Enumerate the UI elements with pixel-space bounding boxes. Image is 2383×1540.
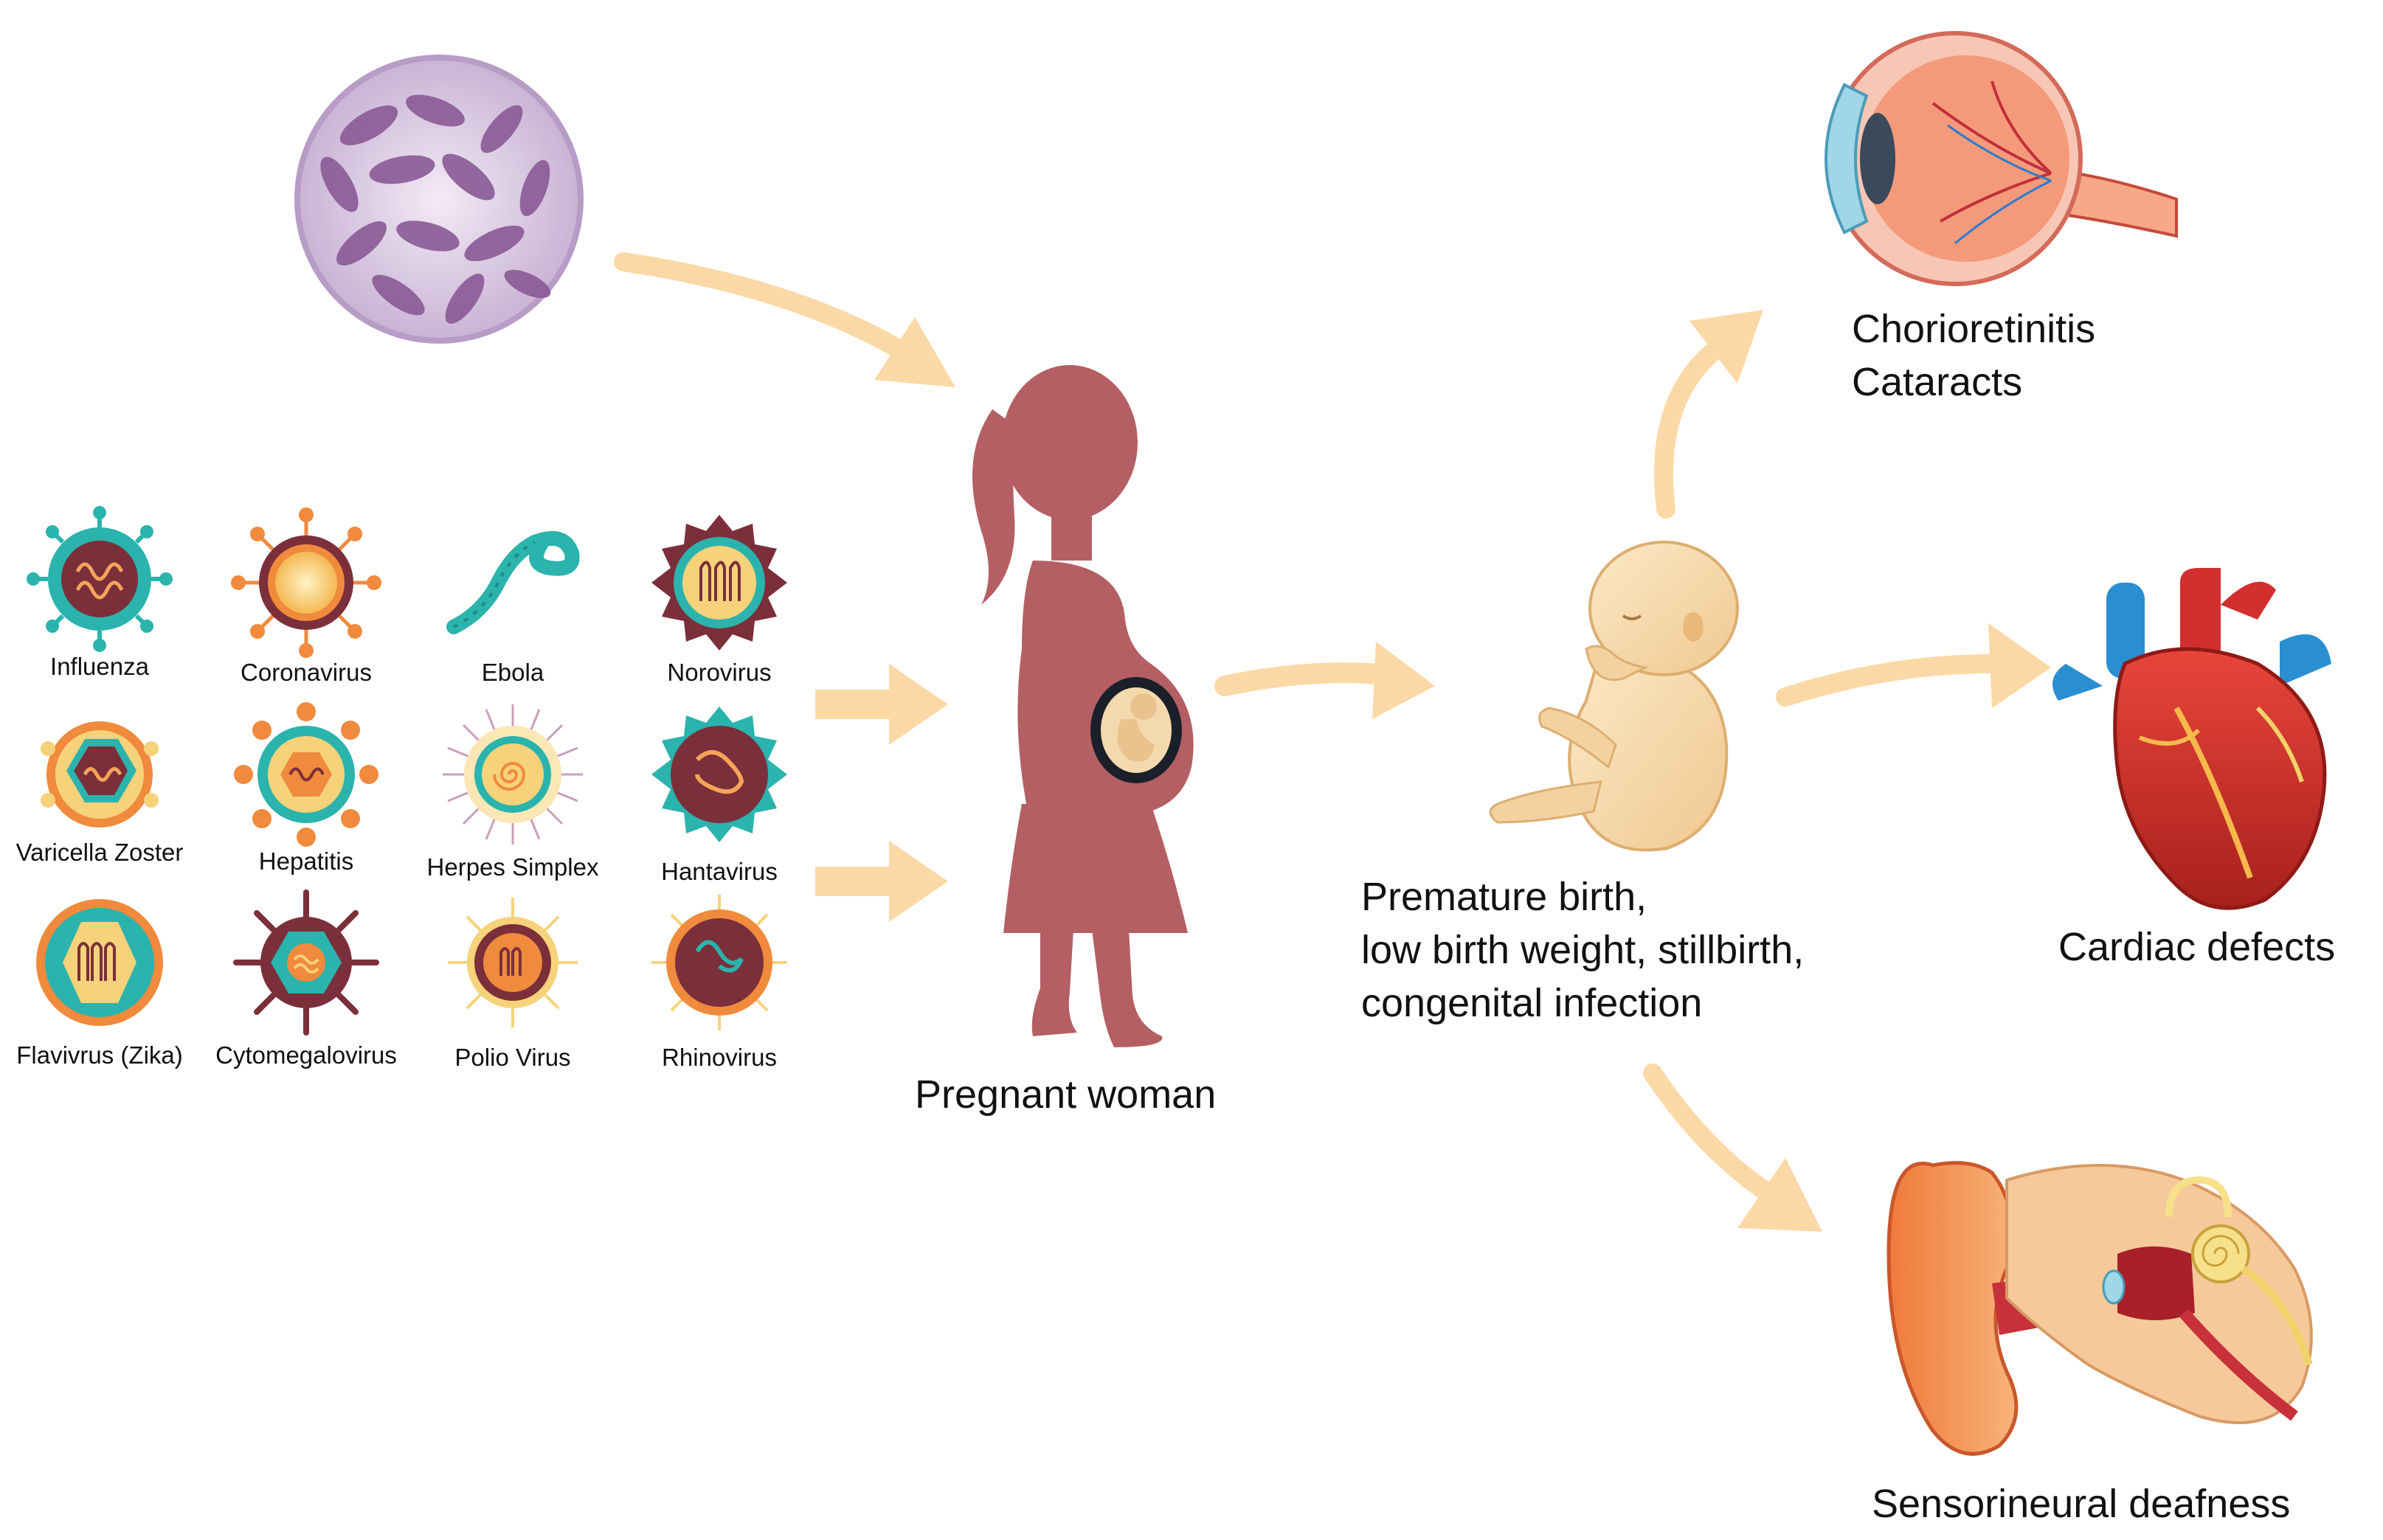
varicella-zoster-virus-icon (41, 721, 159, 828)
coronavirus-icon (231, 507, 381, 658)
arrow-bacteria-to-woman (614, 252, 955, 387)
virus-label-cytomegalovirus: Cytomegalovirus (215, 1041, 397, 1069)
virus-label-hepatitis: Hepatitis (258, 847, 354, 875)
arrows (614, 252, 2051, 1232)
virus-label-varicella-zoster: Varicella Zoster (15, 839, 184, 866)
hantavirus-icon (651, 707, 787, 842)
hepatitis-virus-icon (234, 702, 378, 847)
cytomegalovirus-icon (233, 889, 379, 1036)
fetus-outcome-label: Premature birth, low birth weight, still… (1361, 870, 1804, 1030)
arrow-fetus-to-heart (1776, 623, 2051, 708)
eye-outcome-label: Chorioretinitis Cataracts (1852, 302, 2095, 409)
ebola-virus-icon (446, 531, 580, 634)
virus-label-norovirus: Norovirus (667, 659, 772, 686)
virus-label-influenza: Influenza (50, 653, 149, 680)
arrow-viruses-to-woman-2 (815, 841, 948, 922)
virus-label-coronavirus: Coronavirus (241, 659, 372, 686)
virus-label-herpes-simplex: Herpes Simplex (426, 853, 599, 881)
heart-outcome-label: Cardiac defects (2058, 925, 2336, 969)
eye-outcome-line-1: Chorioretinitis (1852, 307, 2096, 351)
fetus-icon (1489, 541, 1739, 852)
arrow-woman-to-fetus (1214, 642, 1435, 719)
eye-outcome-line-2: Cataracts (1852, 360, 2023, 404)
fetus-outcome-line-1: Premature birth, (1361, 875, 1647, 919)
arrow-fetus-to-ear (1643, 1064, 1822, 1232)
virus-label-rhinovirus: Rhinovirus (662, 1044, 777, 1071)
virus-label-polio-virus: Polio Virus (454, 1044, 571, 1071)
flavivirus-zika-icon (36, 899, 163, 1026)
heart-anatomy-icon (2052, 568, 2331, 910)
herpes-simplex-virus-icon (443, 704, 583, 844)
fetus-outcome-line-3: congenital infection (1361, 981, 1703, 1025)
virus-label-flavivirus-zika: Flavivrus (Zika) (16, 1041, 183, 1069)
rhinovirus-icon (651, 895, 787, 1030)
eye-anatomy-icon (1825, 31, 2178, 286)
ear-anatomy-icon (1886, 1161, 2313, 1456)
polio-virus-icon (448, 898, 578, 1027)
influenza-virus-icon (27, 506, 173, 652)
bacteria-cells-icon (294, 55, 584, 344)
arrow-viruses-to-woman-1 (815, 664, 948, 745)
pregnant-woman-label: Pregnant woman (915, 1072, 1217, 1117)
arrow-fetus-to-eye (1654, 310, 1763, 518)
fetus-outcome-line-2: low birth weight, stillbirth, (1361, 928, 1805, 972)
ear-outcome-label: Sensorineural deafness (1872, 1482, 2291, 1526)
virus-label-hantavirus: Hantavirus (661, 858, 778, 885)
norovirus-icon (651, 515, 787, 651)
womb-fetus-icon (1090, 677, 1182, 783)
virus-label-ebola: Ebola (481, 659, 544, 686)
